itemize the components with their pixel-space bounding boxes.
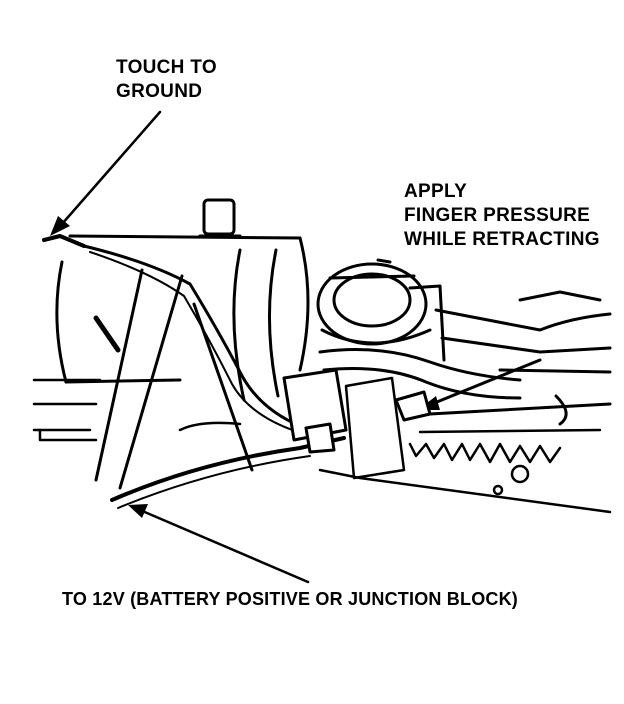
- hose: [318, 348, 522, 422]
- frame-rails: [32, 378, 102, 432]
- alternator-body: [55, 198, 310, 402]
- leader-12v: [128, 504, 310, 584]
- right-bracket: [428, 290, 612, 426]
- finned-plate: [318, 376, 612, 514]
- label-apply-line-3: WHILE RETRACTING: [404, 229, 600, 250]
- label-apply-line-1: APPLY: [404, 181, 468, 202]
- lower-frame: [38, 421, 242, 442]
- connector: [282, 368, 348, 454]
- leader-touch-ground: [50, 110, 162, 236]
- test-lead-12v: [110, 436, 346, 509]
- label-to-12v: TO 12V (BATTERY POSITIVE OR JUNCTION BLO…: [62, 589, 518, 609]
- pump-assembly: [316, 258, 446, 362]
- bracket: [94, 268, 254, 490]
- label-apply-line-2: FINGER PRESSURE: [404, 205, 591, 226]
- label-touch-line-2: GROUND: [116, 81, 203, 102]
- test-lead-ground: [42, 234, 302, 433]
- label-apply-finger-pressure: APPLY FINGER PRESSURE WHILE RETRACTING: [404, 180, 600, 252]
- label-touch-to-ground: TOUCH TO GROUND: [116, 56, 217, 104]
- label-touch-line-1: TOUCH TO: [116, 57, 217, 78]
